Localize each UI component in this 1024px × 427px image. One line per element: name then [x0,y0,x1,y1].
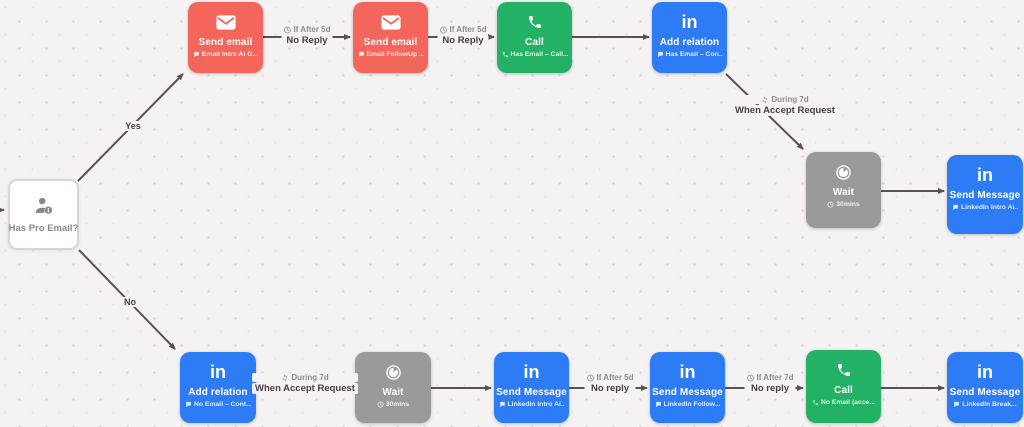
autorenew-icon [283,374,288,381]
linkedin-icon: in [977,362,993,382]
node-title: Send Message [496,387,567,398]
node-title: Send Message [949,190,1021,201]
node-send-message-1[interactable]: in Send Message LinkedIn Intro Ai... [947,155,1023,234]
linkedin-icon: in [523,362,540,382]
node-title: Add relation [659,37,720,48]
linkedin-icon: in [681,12,698,32]
phone-icon [812,399,819,406]
node-title: Send Message [949,387,1021,398]
edge-label-after5d-noreply-1[interactable]: If After 5d No Reply [281,25,333,46]
node-wait-2[interactable]: Wait 30mins [355,352,431,423]
linkedin-icon: in [210,362,226,382]
template-icon [953,204,958,211]
node-subtitle: LinkedIn Intro Ai... [952,204,1018,211]
node-title: Call [834,385,853,396]
node-subtitle: No Email (acce... [812,399,875,406]
edge-label-during7d-accept-1[interactable]: During 7d When Accept Request [732,95,838,116]
autorenew-icon [763,96,768,103]
start-node-has-pro-email[interactable]: Has Pro Email? [8,179,79,250]
node-subtitle: 30mins [827,201,860,208]
node-title: Call [525,37,544,48]
template-icon [193,51,199,58]
node-add-relation-1[interactable]: in Add relation Has Email – Con... [652,2,727,73]
template-icon [655,401,661,408]
template-icon [499,401,505,408]
edge-label-after5d-noreply-3[interactable]: If After 5d No reply [584,373,636,394]
node-send-email-2[interactable]: Send email Email FollowUp ... [353,2,428,73]
branch-label-yes: Yes [123,121,143,131]
node-call-1[interactable]: Call Has Email – Call... [497,2,572,73]
phone-icon [527,12,543,32]
node-title: Wait [382,387,404,398]
timelapse-icon [385,362,402,382]
node-subtitle: Has Email – Call... [502,51,568,58]
branch-label-no: No [122,297,138,307]
template-icon [186,401,191,408]
phone-icon [502,51,508,58]
edge-label-after7d-noreply[interactable]: If After 7d No reply [744,373,796,394]
phone-icon [836,360,852,380]
clock-icon [377,401,384,408]
node-title: Send email [198,37,253,48]
node-subtitle: LinkedIn Intro Ai... [499,401,565,408]
template-icon [358,51,364,58]
template-icon [954,401,960,408]
node-subtitle: LinkedIn Follow... [655,401,720,408]
node-title: Wait [832,187,855,198]
node-call-2[interactable]: Call No Email (acce... [806,350,881,423]
node-subtitle: Email Intro Ai G... [193,51,258,58]
clock-icon [827,201,834,208]
node-send-message-4[interactable]: in Send Message LinkedIn Break... [947,352,1023,423]
clock-icon [587,374,594,381]
clock-icon [747,374,754,381]
node-add-relation-2[interactable]: in Add relation No Email – Cont... [180,352,256,423]
edge-label-during7d-accept-2[interactable]: During 7d When Accept Request [252,373,358,394]
node-title: Add relation [188,387,248,398]
node-send-email-1[interactable]: Send email Email Intro Ai G... [188,2,263,73]
start-node-question: Has Pro Email? [8,223,79,234]
node-subtitle: 30mins [377,401,409,408]
node-subtitle: Email FollowUp ... [358,51,424,58]
timelapse-icon [835,162,852,182]
node-wait-1[interactable]: Wait 30mins [806,152,881,228]
envelope-icon [215,12,236,32]
node-subtitle: Has Email – Con... [657,51,723,58]
contact-condition-icon [35,197,52,214]
node-subtitle: LinkedIn Break... [953,401,1017,408]
clock-icon [284,26,291,33]
node-title: Send Message [652,387,723,398]
template-icon [657,51,663,58]
node-send-message-2[interactable]: in Send Message LinkedIn Intro Ai... [494,352,569,423]
node-subtitle: No Email – Cont... [185,401,251,408]
node-send-message-3[interactable]: in Send Message LinkedIn Follow... [650,352,725,423]
envelope-icon [380,12,401,32]
linkedin-icon: in [679,362,696,382]
clock-icon [440,26,447,33]
linkedin-icon: in [977,165,993,185]
edge-label-after5d-noreply-2[interactable]: If After 5d No Reply [437,25,489,46]
node-title: Send email [363,37,418,48]
